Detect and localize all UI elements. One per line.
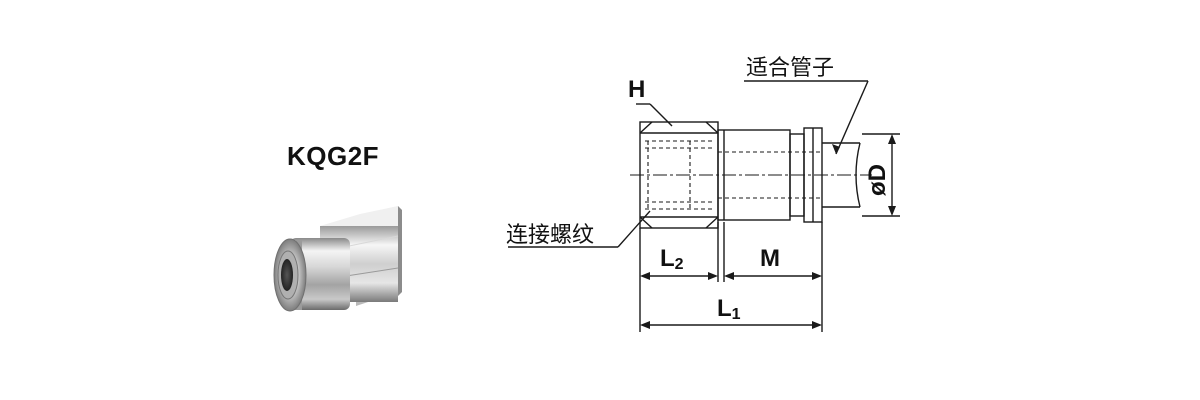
thread-callout: 连接螺纹 bbox=[506, 223, 594, 248]
dim-l2-label: L2 bbox=[660, 245, 684, 273]
dim-m-label: M bbox=[760, 245, 780, 272]
model-title: KQG2F bbox=[287, 141, 380, 171]
hex-label: H bbox=[628, 76, 645, 103]
dim-l1-label: L1 bbox=[717, 295, 741, 323]
diameter-label: øD bbox=[864, 164, 891, 196]
tube-callout: 适合管子 bbox=[746, 56, 834, 81]
